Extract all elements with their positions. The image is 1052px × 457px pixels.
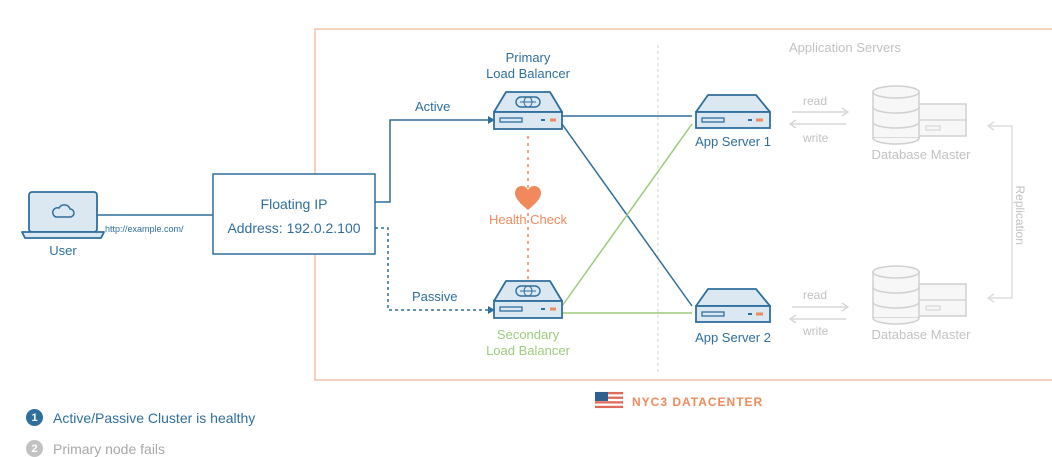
read-label-2: read xyxy=(803,288,828,302)
globe-icon xyxy=(515,285,541,297)
passive-arrowhead xyxy=(488,306,495,314)
app-server-2-icon xyxy=(695,288,771,323)
step-number-badge: 1 xyxy=(26,409,43,426)
secondary-lb-line2: Load Balancer xyxy=(486,342,570,358)
active-path xyxy=(375,119,488,203)
passive-path xyxy=(375,227,488,311)
user-label: User xyxy=(49,243,77,258)
write-label-2: write xyxy=(803,324,829,338)
globe-icon xyxy=(515,96,541,108)
replication-label: Replication xyxy=(1012,185,1027,245)
database-icon xyxy=(872,265,967,325)
app-server-1-label: App Server 1 xyxy=(695,134,771,149)
step-1: 1 Active/Passive Cluster is healthy xyxy=(26,409,255,426)
app-server-2-label: App Server 2 xyxy=(695,330,771,345)
datacenter-name: NYC3 DATACENTER xyxy=(632,395,764,409)
application-servers-label: Application Servers xyxy=(789,40,901,55)
app-server-1-icon xyxy=(695,94,771,129)
floating-ip-title: Floating IP xyxy=(260,196,328,212)
write-label-1: write xyxy=(803,131,829,145)
active-arrowhead xyxy=(488,116,495,124)
database-icon xyxy=(872,85,967,145)
read-label-1: read xyxy=(803,94,828,108)
primary-lb-line2: Load Balancer xyxy=(486,65,570,81)
database-master-1-label: Database Master xyxy=(871,147,971,162)
user-url: http://example.com/ xyxy=(105,224,184,234)
primary-lb-line1: Primary xyxy=(505,50,551,65)
step-1-text: Active/Passive Cluster is healthy xyxy=(53,409,256,426)
primary-lb-label: Primary Load Balancer xyxy=(468,50,588,81)
passive-label: Passive xyxy=(412,289,458,304)
health-check-label: Health Check xyxy=(488,212,568,227)
secondary-to-app1-link xyxy=(561,123,693,307)
us-flag-icon xyxy=(594,391,624,409)
cloud-icon xyxy=(52,204,75,218)
secondary-lb-line1: Secondary xyxy=(496,327,560,342)
secondary-load-balancer-icon xyxy=(493,280,563,319)
secondary-lb-label: Secondary Load Balancer xyxy=(468,327,588,358)
laptop-icon xyxy=(21,191,105,239)
database-master-2-label: Database Master xyxy=(871,327,971,342)
step-number-badge: 2 xyxy=(26,440,43,457)
active-label: Active xyxy=(415,99,451,114)
step-2-text: Primary node fails xyxy=(53,440,166,457)
step-2: 2 Primary node fails xyxy=(26,440,165,457)
replication-link xyxy=(990,125,1013,299)
floating-ip-address: Address: 192.0.2.100 xyxy=(227,220,361,236)
heart-icon xyxy=(515,186,541,210)
primary-load-balancer-icon xyxy=(493,91,563,130)
floating-ip-box xyxy=(212,173,376,255)
